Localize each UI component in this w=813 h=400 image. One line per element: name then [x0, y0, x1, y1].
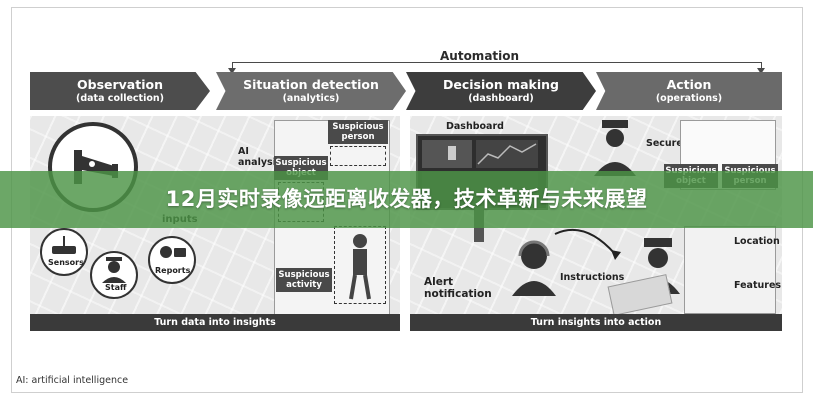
staff-label: Staff: [105, 283, 127, 292]
automation-arrow-right: [757, 68, 765, 74]
person-figure-icon: [349, 234, 371, 300]
suspicious-person-box: [330, 146, 386, 166]
suspicious-activity-tag: Suspicious activity: [276, 268, 332, 292]
automation-label: Automation: [440, 49, 520, 63]
sensor-icon: [52, 236, 76, 254]
dashboard-label: Dashboard: [446, 121, 504, 132]
stage-decision-making: Decision making (dashboard): [406, 72, 596, 110]
operator-figure: [506, 236, 562, 296]
stage-subtitle: (dashboard): [468, 93, 534, 104]
stage-title: Observation: [77, 77, 163, 92]
secure-label: Secure: [646, 138, 683, 149]
info-card: [684, 226, 776, 314]
sensors-circle: Sensors: [40, 228, 88, 276]
stage-action: Action (operations): [596, 72, 782, 110]
banner-title: 12月实时录像远距离收发器，技术革新与未来展望: [165, 187, 648, 211]
guard-icon: [594, 120, 636, 176]
headset-operator-icon: [512, 240, 556, 296]
stage-title: Action: [666, 77, 712, 92]
stage-title: Situation detection: [243, 77, 379, 92]
bottom-bar-action: Turn insights into action: [410, 314, 782, 331]
title-banner: [0, 171, 813, 228]
reports-circle: Reports: [148, 236, 196, 284]
ai-analysis-label: AI analysis: [238, 146, 282, 168]
alert-notification-label: Alert notification: [424, 276, 492, 300]
instructions-arrow-icon: [554, 229, 621, 260]
suspicious-activity-box: [334, 226, 386, 304]
automation-arrow-left: [228, 68, 236, 74]
reports-label: Reports: [155, 266, 191, 275]
reporter-icon: [160, 246, 186, 258]
staff-circle: Staff: [90, 251, 138, 299]
stage-situation-detection: Situation detection (analytics): [216, 72, 406, 110]
automation-bracket: [232, 62, 762, 70]
staff-icon: [102, 257, 126, 283]
bottom-bar-insights: Turn data into insights: [30, 314, 400, 331]
stage-subtitle: (operations): [655, 93, 723, 104]
stage-observation: Observation (data collection): [30, 72, 210, 110]
sensors-label: Sensors: [48, 258, 84, 267]
instructions-label: Instructions: [560, 272, 625, 283]
suspicious-person-tag: Suspicious person: [328, 120, 388, 144]
panel-insights-to-action: Dashboard Alert notification Instruction…: [410, 116, 782, 331]
location-label: Location: [734, 236, 780, 247]
stage-subtitle: (analytics): [282, 93, 340, 104]
stage-title: Decision making: [442, 77, 559, 92]
stage-subtitle: (data collection): [76, 93, 164, 104]
footnote: AI: artificial intelligence: [16, 375, 129, 386]
features-label: Features: [734, 280, 782, 291]
